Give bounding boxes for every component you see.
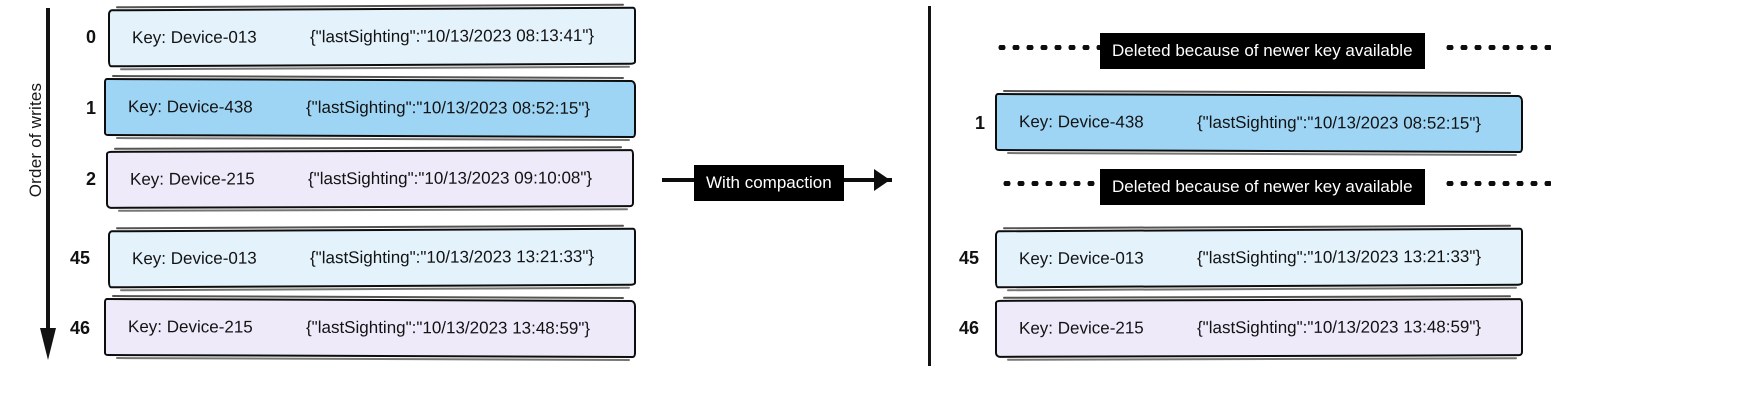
row-index: 45 [69, 248, 90, 268]
right-arrow-icon [874, 169, 890, 191]
panel-divider [928, 6, 931, 366]
table-row[interactable]: 1 Key: Device-438 {"lastSighting":"10/13… [0, 92, 1755, 154]
row-index: 1 [974, 113, 985, 133]
row-index: 2 [85, 169, 96, 189]
record-box[interactable]: Key: Device-013 {"lastSighting":"10/13/2… [108, 6, 636, 68]
row-index: 1 [85, 98, 96, 118]
table-row[interactable]: 46 Key: Device-215 {"lastSighting":"10/1… [0, 298, 1755, 358]
table-row[interactable]: 1 Key: Device-438 {"lastSighting":"10/13… [0, 77, 660, 139]
record-value: {"lastSighting":"10/13/2023 08:52:15"} [1197, 112, 1482, 133]
table-row[interactable]: 0 Key: Device-013 {"lastSighting":"10/13… [0, 6, 660, 68]
record-key: Key: Device-438 [1019, 112, 1144, 132]
record-value: {"lastSighting":"10/13/2023 08:13:41"} [310, 25, 595, 47]
deleted-note-badge: Deleted because of newer key available [1100, 33, 1425, 69]
record-box[interactable]: Key: Device-013 {"lastSighting":"10/13/2… [995, 227, 1523, 289]
record-key: Key: Device-013 [1019, 248, 1144, 269]
record-key: Key: Device-215 [1019, 318, 1144, 338]
record-value: {"lastSighting":"10/13/2023 13:48:59"} [1197, 317, 1482, 338]
record-box[interactable]: Key: Device-215 {"lastSighting":"10/13/2… [995, 298, 1523, 358]
record-key: Key: Device-215 [130, 169, 255, 189]
record-value: {"lastSighting":"10/13/2023 13:21:33"} [1197, 246, 1482, 268]
with-compaction-label: With compaction [694, 165, 844, 201]
table-row[interactable]: 46 Key: Device-215 {"lastSighting":"10/1… [0, 297, 660, 359]
table-row[interactable]: 2 Key: Device-215 {"lastSighting":"10/13… [0, 149, 660, 209]
table-row[interactable]: 45 Key: Device-013 {"lastSighting":"10/1… [0, 227, 660, 289]
row-index: 45 [958, 248, 979, 268]
dotted-connector-left [1000, 181, 1104, 186]
deleted-note-badge: Deleted because of newer key available [1100, 169, 1425, 205]
dotted-connector-right [1443, 45, 1551, 50]
row-index: 46 [958, 318, 979, 338]
row-index: 0 [85, 27, 96, 47]
table-row[interactable]: 45 Key: Device-013 {"lastSighting":"10/1… [0, 227, 1755, 289]
record-box[interactable]: Key: Device-215 {"lastSighting":"10/13/2… [106, 149, 634, 209]
dotted-connector-left [995, 45, 1101, 50]
row-index: 46 [69, 318, 90, 338]
record-key: Key: Device-013 [132, 27, 257, 48]
record-box[interactable]: Key: Device-438 {"lastSighting":"10/13/2… [995, 92, 1523, 154]
down-arrow-icon [40, 8, 56, 360]
record-value: {"lastSighting":"10/13/2023 09:10:08"} [308, 168, 593, 189]
dotted-connector-right [1443, 181, 1551, 186]
